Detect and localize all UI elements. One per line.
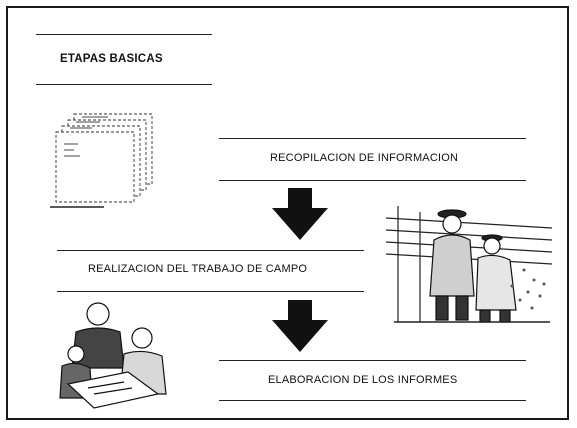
slide-title: ETAPAS BASICAS xyxy=(60,53,163,65)
step1-rule-bottom xyxy=(219,180,526,181)
step-recopilacion-label: RECOPILACION DE INFORMACION xyxy=(270,152,459,164)
step2-rule-bottom xyxy=(57,291,364,292)
step-trabajo-campo-label: REALIZACION DEL TRABAJO DE CAMPO xyxy=(88,263,308,275)
step3-rule-bottom xyxy=(219,400,526,401)
step2-rule-top xyxy=(57,250,364,251)
slide-frame xyxy=(6,6,569,420)
title-rule-bottom xyxy=(36,84,212,85)
title-rule-top xyxy=(36,34,212,35)
stacked-documents-icon xyxy=(50,113,153,208)
meeting-people-icon xyxy=(59,302,167,409)
down-arrow-icon xyxy=(272,300,328,352)
step3-rule-top xyxy=(219,360,526,361)
step-elaboracion-label: ELABORACION DE LOS INFORMES xyxy=(268,374,458,386)
field-workers-icon xyxy=(385,206,553,323)
step1-rule-top xyxy=(219,138,526,139)
down-arrow-icon xyxy=(272,188,328,240)
